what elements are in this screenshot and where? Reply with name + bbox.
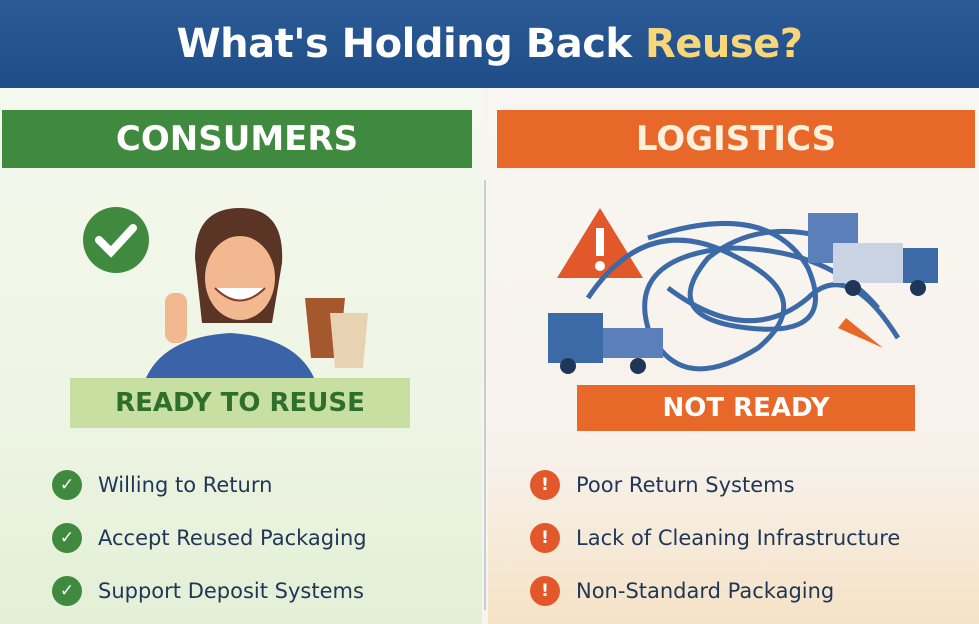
list-item: !Non-Standard Packaging [530, 564, 900, 617]
logistics-banner: LOGISTICS [497, 110, 975, 168]
warning-triangle-icon [557, 208, 643, 278]
list-item: ✓Support Deposit Systems [52, 564, 367, 617]
warning-icon: ! [530, 575, 560, 606]
list-item: ✓Accept Reused Packaging [52, 511, 367, 564]
warning-icon: ! [530, 522, 560, 553]
header: What's Holding Back Reuse? [0, 0, 979, 88]
list-item: ✓Willing to Return [52, 458, 367, 511]
logistics-panel: LOGISTICS NOT READY !Poor Return Systems… [488, 88, 979, 624]
check-circle-icon [83, 207, 149, 273]
check-icon: ✓ [52, 522, 82, 553]
ready-status-ribbon: READY TO REUSE [70, 378, 410, 428]
warning-icon: ! [530, 469, 560, 500]
check-icon: ✓ [52, 575, 82, 606]
logistics-illustration [548, 208, 938, 374]
page-title: What's Holding Back Reuse? [176, 21, 803, 67]
list-item: !Poor Return Systems [530, 458, 900, 511]
logistics-list: !Poor Return Systems !Lack of Cleaning I… [530, 458, 900, 617]
divider [484, 180, 486, 610]
list-item: !Lack of Cleaning Infrastructure [530, 511, 900, 564]
consumers-panel: CONSUMERS READY TO REUSE ✓Willing to Ret… [0, 88, 482, 624]
consumers-banner: CONSUMERS [2, 110, 472, 168]
check-icon: ✓ [52, 469, 82, 500]
not-ready-status-ribbon: NOT READY [577, 385, 915, 431]
consumer-list: ✓Willing to Return ✓Accept Reused Packag… [52, 458, 367, 617]
